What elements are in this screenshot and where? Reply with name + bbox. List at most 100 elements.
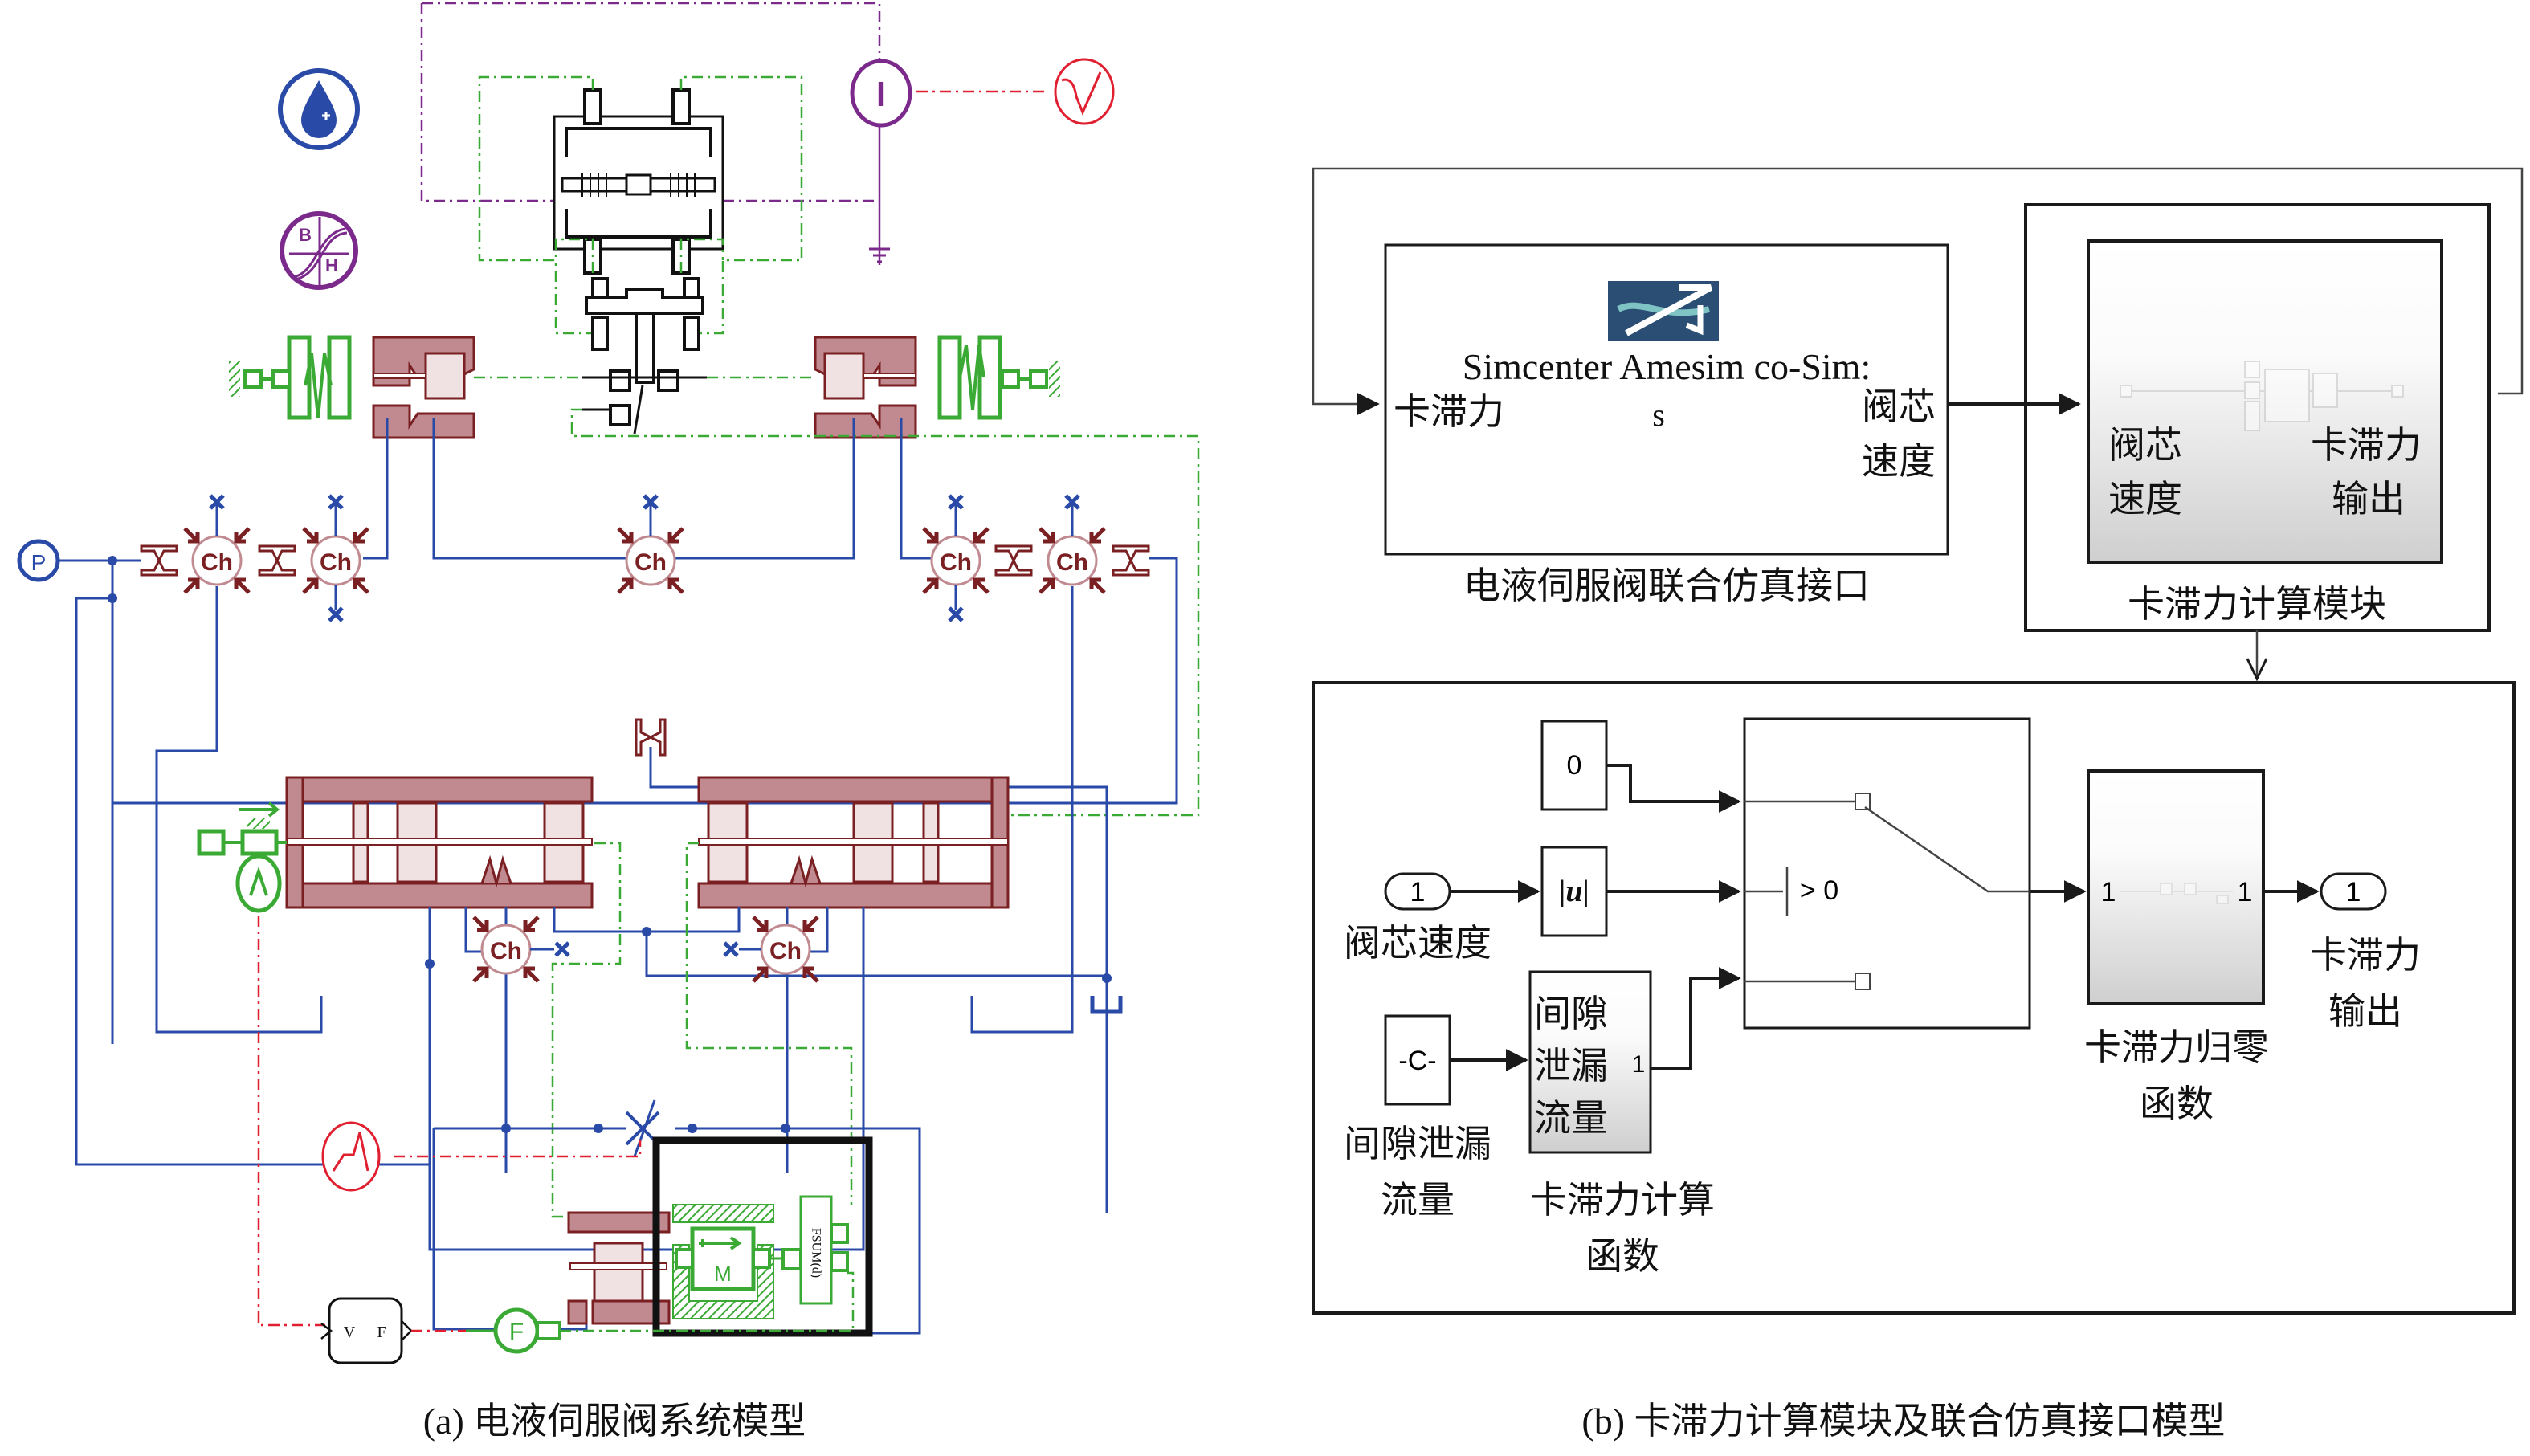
mass-label: M — [714, 1262, 732, 1286]
converter-output-label: F — [377, 1323, 386, 1341]
constant-c-label-line1: 间隙泄漏 — [1344, 1124, 1491, 1164]
panel-a-system-model: I B H — [17, 2, 1200, 1442]
highlight-box — [652, 1136, 873, 1337]
hydraulic-line — [900, 418, 932, 560]
signal-wire — [394, 1140, 642, 1158]
orifice[interactable] — [140, 544, 178, 577]
calc-fn-inner-line2: 泄漏 — [1534, 1046, 1608, 1087]
mass-block[interactable]: M — [672, 1204, 774, 1319]
chamber-1[interactable]: Ch — [185, 528, 249, 593]
outport-number: 1 — [2346, 877, 2361, 907]
svg-text:Ch: Ch — [940, 549, 972, 576]
panel-b-caption: (b) 卡滞力计算模块及联合仿真接口模型 — [1581, 1401, 2225, 1442]
switch-block[interactable]: > 0 — [1743, 717, 2031, 1030]
signal-wire — [257, 916, 325, 1327]
cosim-title: Simcenter Amesim co-Sim: — [1463, 346, 1871, 387]
cosim-input-port: 卡滞力 — [1394, 391, 1504, 432]
tank-icon — [1090, 996, 1123, 1014]
panel-a-caption: (a) 电液伺服阀系统模型 — [423, 1401, 806, 1442]
hydraulic-line — [428, 907, 865, 1251]
inport-spool-velocity[interactable]: 1 — [1384, 872, 1451, 911]
stuck-force-calc-function-block[interactable]: 间隙 泄漏 流量 1 — [1528, 970, 1652, 1154]
chamber-2[interactable]: Ch — [304, 528, 368, 593]
torque-motor[interactable] — [553, 88, 724, 275]
mech-link — [570, 408, 1200, 817]
chamber-4[interactable]: Ch — [924, 528, 988, 593]
feedback-wire — [1312, 167, 2524, 406]
spool-valve-left[interactable] — [285, 776, 594, 909]
stuck-force-reset-function-block[interactable]: 1 1 — [2087, 769, 2265, 1005]
hydraulic-line — [675, 418, 855, 560]
orifice[interactable] — [258, 544, 296, 577]
converter-input-label: V — [344, 1323, 356, 1341]
mech-link — [679, 238, 724, 273]
force-sum-block[interactable]: FSUM(d) — [769, 1195, 849, 1305]
outport-stuck-force[interactable]: 1 — [2320, 872, 2387, 911]
sine-signal-icon[interactable] — [1054, 58, 1115, 125]
orifice[interactable] — [994, 544, 1033, 577]
chamber-6[interactable]: Ch — [474, 917, 538, 981]
constant-zero-value: 0 — [1567, 750, 1582, 781]
subsystem-input-line1: 阀芯 — [2108, 425, 2182, 466]
subsystem-output-line2: 输出 — [2332, 479, 2406, 520]
constant-c-block[interactable]: -C- — [1384, 1014, 1451, 1106]
reset-fn-in-port: 1 — [2101, 877, 2116, 907]
hydraulic-fluid-properties-icon[interactable] — [278, 68, 360, 150]
chamber-3[interactable]: Ch — [618, 528, 683, 593]
current-source-label: I — [876, 75, 886, 114]
position-sensor[interactable] — [197, 801, 287, 913]
nozzle-left[interactable] — [229, 335, 475, 439]
cosim-output-port-line2: 速度 — [1862, 441, 1936, 482]
svg-text:Ch: Ch — [490, 938, 522, 965]
subsystem-output-line1: 卡滞力 — [2311, 425, 2422, 466]
reset-fn-preview-icon — [2120, 883, 2233, 904]
hydraulic-line — [155, 586, 323, 1034]
signal-wire — [1651, 967, 1741, 1070]
hydraulic-stub — [215, 504, 1074, 610]
orifice[interactable] — [1112, 544, 1150, 577]
flapper-armature[interactable] — [582, 277, 707, 434]
cosim-interface-block[interactable]: Simcenter Amesim co-Sim: 卡滞力 s 阀芯 速度 — [1384, 243, 1949, 556]
svg-text:Ch: Ch — [769, 938, 802, 965]
mech-link — [679, 75, 803, 335]
hydraulic-line — [363, 418, 389, 560]
switch-threshold: > 0 — [1800, 875, 1838, 906]
chamber-7[interactable]: Ch — [753, 917, 818, 981]
constant-zero-block[interactable]: 0 — [1540, 720, 1608, 811]
hydraulic-line — [112, 557, 1178, 805]
calc-fn-port: 1 — [1632, 1051, 1646, 1078]
pressure-source-label: P — [31, 550, 47, 575]
nozzle-right[interactable] — [814, 335, 1060, 439]
force-sensor-label: F — [509, 1319, 524, 1345]
inport-number: 1 — [1410, 877, 1426, 907]
outport-label-line2: 输出 — [2328, 991, 2402, 1032]
cosim-output-port-line1: 阀芯 — [1862, 386, 1936, 427]
panel-b-simulink-model: Simcenter Amesim co-Sim: 卡滞力 s 阀芯 速度 电液伺… — [1312, 167, 2524, 1442]
cosim-subtitle: s — [1652, 397, 1665, 433]
svg-text:B: B — [299, 225, 312, 245]
svg-text:Ch: Ch — [1056, 549, 1088, 576]
detail-frame — [1312, 681, 2516, 1315]
hydraulic-line — [645, 932, 1107, 977]
abs-label: |u| — [1559, 875, 1589, 908]
mech-link — [685, 842, 853, 1205]
force-sensor[interactable]: F — [466, 1307, 561, 1354]
spool-valve-right[interactable] — [697, 776, 1010, 909]
ramp-signal-icon[interactable] — [321, 1121, 381, 1192]
hydraulic-line — [970, 586, 1074, 1034]
mech-link — [551, 842, 622, 1218]
bh-curve-icon[interactable]: B H — [280, 211, 358, 290]
hydraulic-line — [504, 907, 829, 1173]
hydraulic-line — [432, 418, 626, 560]
stuck-force-subsystem-block[interactable]: 阀芯 速度 卡滞力 输出 — [2087, 239, 2443, 564]
subsystem-label: 卡滞力计算模块 — [2128, 584, 2386, 625]
reset-fn-label-line1: 卡滞力归零 — [2084, 1027, 2269, 1068]
chamber-5[interactable]: Ch — [1040, 528, 1104, 593]
current-source[interactable]: I — [850, 59, 912, 128]
svg-text:H: H — [325, 255, 338, 275]
velocity-force-converter[interactable]: V F — [320, 1297, 413, 1364]
svg-text:Ch: Ch — [635, 549, 667, 576]
pressure-source[interactable]: P — [17, 539, 60, 582]
abs-block[interactable]: |u| — [1540, 846, 1608, 937]
svg-text:Ch: Ch — [320, 549, 352, 576]
